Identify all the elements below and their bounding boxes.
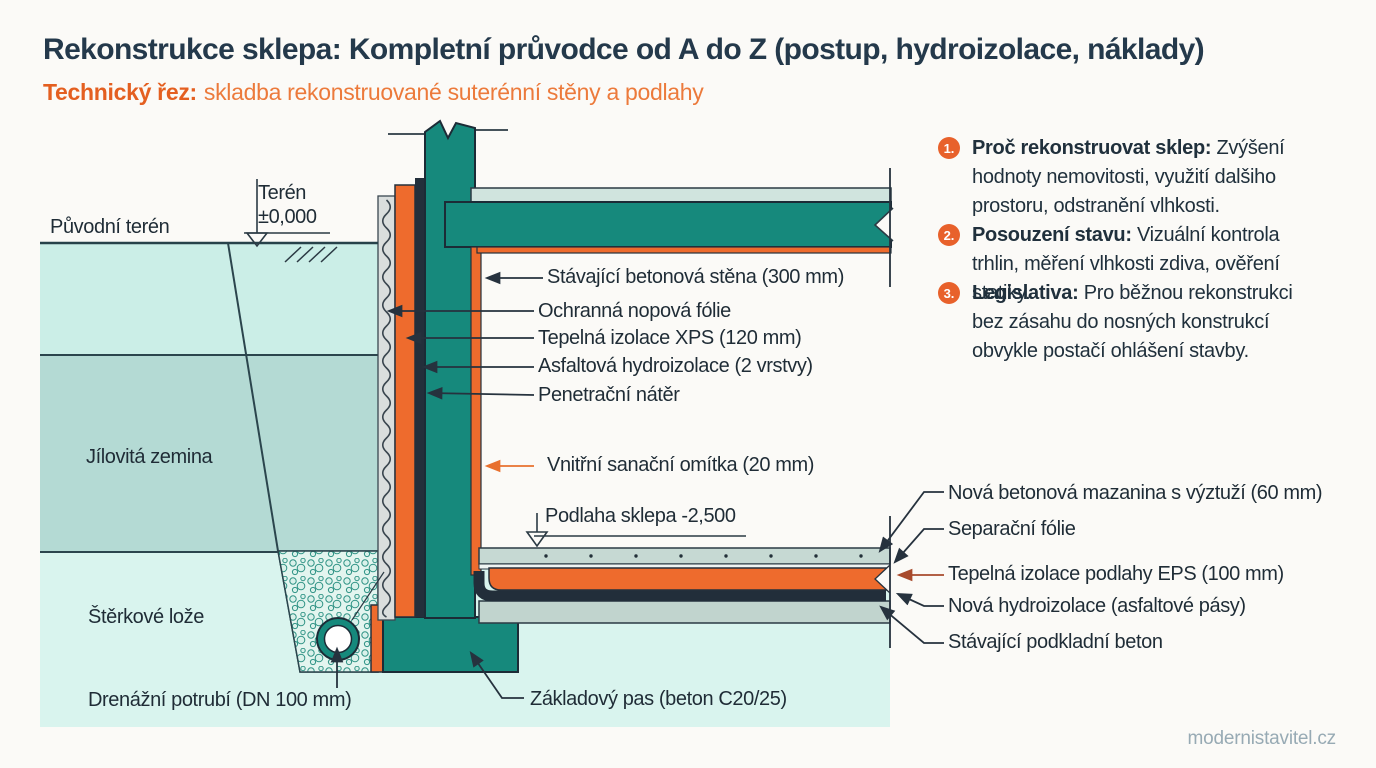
note-2-lead: Posouzení stavu:: [972, 224, 1132, 246]
excavation-line: [227, 242, 279, 552]
note-item-3: 3. Legislativa: Pro běžnou rekonstrukci …: [938, 279, 1323, 366]
note-2-body: Vizuální kontrola trhlin, měření vlhkost…: [972, 224, 1280, 304]
note-3-badge: 3.: [938, 282, 960, 304]
foundation-strip: [382, 616, 519, 673]
label-existing-wall: Stávající betonová stěna (300 mm): [547, 266, 844, 288]
xps-insulation-layer: [394, 184, 416, 618]
leader-penetration-coat: [426, 386, 535, 400]
leader-separation-foil: [893, 528, 944, 564]
page-title: Rekonstrukce sklepa: Kompletní průvodce …: [43, 33, 1205, 66]
label-subbase-concrete: Stávající podkladní beton: [948, 631, 1163, 653]
label-penetration-coat: Penetrační nátěr: [538, 384, 680, 406]
note-1-text: Proč rekonstruovat sklep: Zvýšení hodnot…: [972, 134, 1323, 221]
leader-new-waterproofing: [895, 593, 944, 607]
existing-wall: [424, 119, 476, 619]
terrain-level-marker: [244, 179, 330, 248]
label-gravel-bed: Štěrkové lože: [88, 606, 204, 628]
ceiling-break-mark: [873, 207, 894, 242]
floor-break-mark: [874, 564, 891, 594]
label-drainage-pipe: Drenážní potrubí (DN 100 mm): [88, 689, 352, 711]
terrain-hatch-marks: [284, 246, 338, 263]
note-3-lead: Legislativa:: [972, 282, 1079, 304]
label-eps-floor-insulation: Tepelná izolace podlahy EPS (100 mm): [948, 563, 1284, 585]
leader-lines: [330, 271, 944, 699]
note-3-text: Legislativa: Pro běžnou rekonstrukci bez…: [972, 279, 1323, 366]
label-original-terrain: Původní terén: [50, 216, 170, 238]
note-2-badge: 2.: [938, 224, 960, 246]
label-foundation-strip: Základový pas (beton C20/25): [530, 688, 787, 710]
leader-screed: [878, 491, 944, 553]
label-basement-floor-level: Podlaha sklepa -2,500: [545, 505, 736, 527]
note-item-1: 1. Proč rekonstruovat sklep: Zvýšení hod…: [938, 134, 1323, 221]
screed-rebar-dots: [544, 554, 863, 558]
eps-floor-insulation-layer: [488, 567, 887, 591]
note-1-lead: Proč rekonstruovat sklep:: [972, 137, 1212, 159]
gravel-detail-line: [351, 571, 385, 621]
label-new-screed: Nová betonová mazanina s výztuží (60 mm): [948, 482, 1323, 504]
label-interior-plaster: Vnitřní sanační omítka (20 mm): [547, 454, 814, 476]
floor-level-marker: [525, 513, 746, 548]
ceiling-slab: [444, 201, 892, 248]
floor-waterproofing-layer: [473, 571, 886, 602]
label-asphalt-waterproofing: Asfaltová hydroizolace (2 vrstvy): [538, 355, 813, 377]
label-dimpled-membrane: Ochranná nopová fólie: [538, 300, 731, 322]
note-1-body: Zvýšení hodnoty nemovitosti, využití dal…: [972, 137, 1285, 217]
site-watermark: modernistavitel.cz: [1187, 728, 1337, 749]
page-subtitle: Technický řez:skladba rekonstruované sut…: [43, 79, 704, 106]
screed-layer: [478, 547, 891, 565]
label-separation-foil: Separační fólie: [948, 518, 1076, 540]
floor-layers: [473, 547, 891, 624]
leader-subbase-concrete: [879, 605, 944, 644]
label-new-waterproofing: Nová hydroizolace (asfaltové pásy): [948, 595, 1246, 617]
label-terrain-level: Terén ±0,000: [258, 182, 317, 228]
subbase-concrete-layer: [478, 600, 891, 624]
subtitle-rest: skladba rekonstruované suterénní stěny a…: [203, 79, 704, 105]
subtitle-lead: Technický řez:: [43, 79, 197, 105]
drainage-pipe: [316, 617, 360, 661]
label-clay-soil: Jílovitá zemina: [86, 446, 213, 468]
ceiling-top-strip: [470, 187, 892, 203]
label-xps-insulation: Tepelná izolace XPS (120 mm): [538, 327, 802, 349]
note-item-2: 2. Posouzení stavu: Vizuální kontrola tr…: [938, 221, 1323, 308]
leader-foundation: [469, 651, 524, 699]
dimpled-membrane-layer: [377, 195, 396, 621]
note-3-body: Pro běžnou rekonstrukci bez zásahu do no…: [972, 282, 1293, 362]
note-1-badge: 1.: [938, 137, 960, 159]
wall-waterproofing-layer: [415, 178, 425, 617]
note-2-text: Posouzení stavu: Vizuální kontrola trhli…: [972, 221, 1323, 308]
